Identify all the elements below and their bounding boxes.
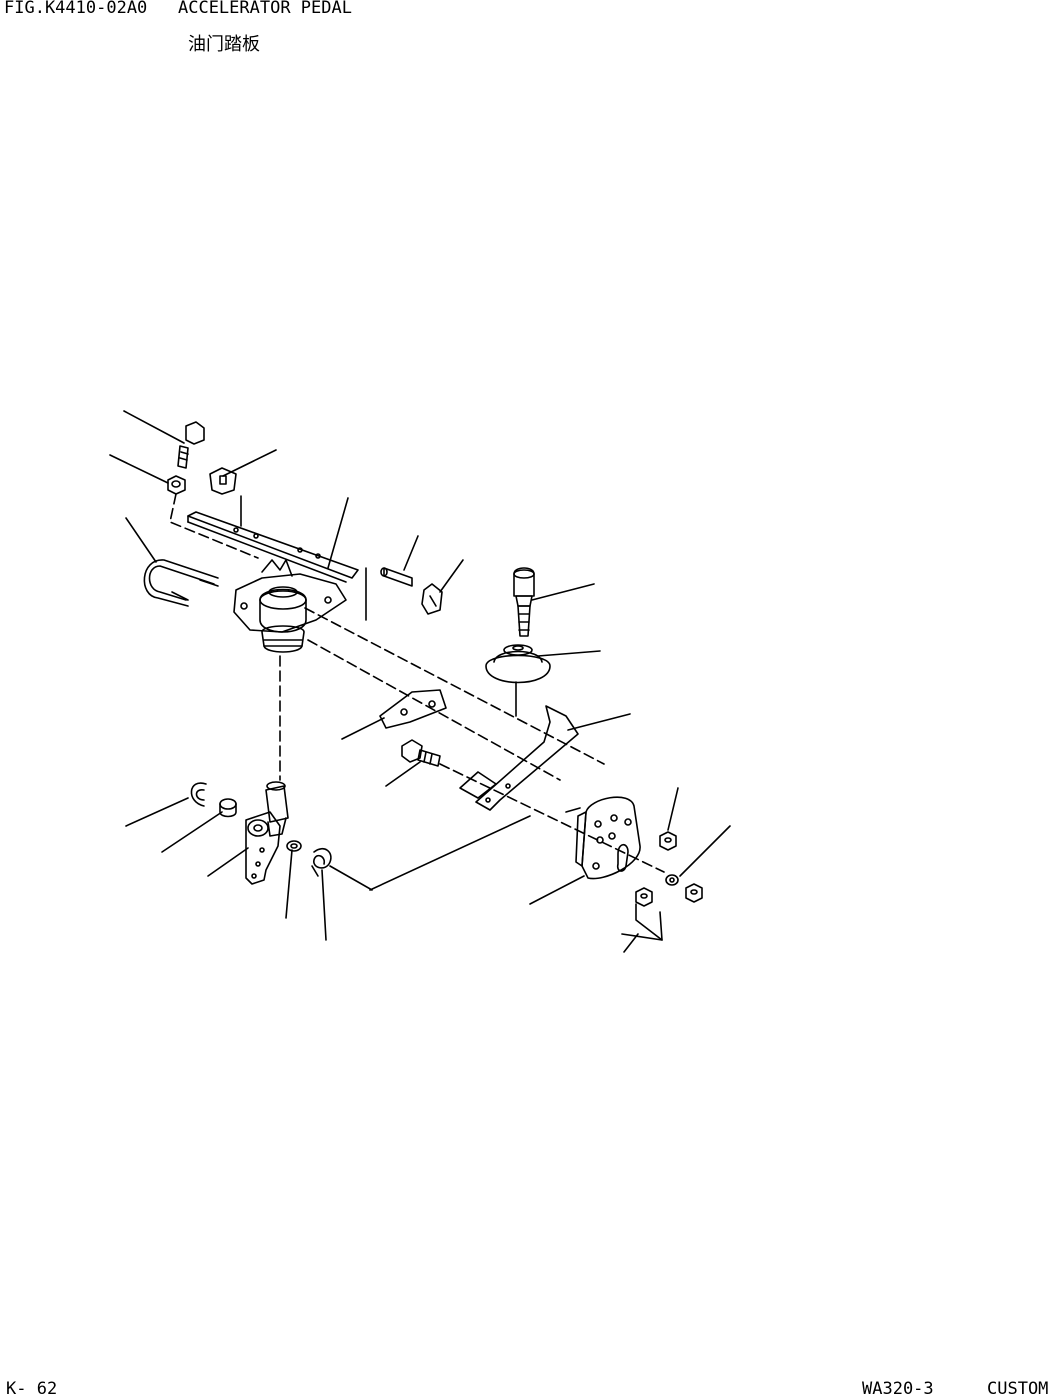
nut-part bbox=[168, 476, 185, 494]
pedal-part bbox=[188, 512, 358, 582]
plate-part bbox=[566, 797, 640, 878]
figure-title: FIG.K4410-02A0 ACCELERATOR PEDAL bbox=[4, 0, 352, 18]
spring-part bbox=[312, 849, 331, 876]
edition-label: CUSTOM bbox=[987, 1379, 1049, 1399]
bracket-lines bbox=[330, 568, 662, 940]
clip-part bbox=[422, 584, 442, 614]
boot-part bbox=[486, 645, 550, 683]
bolt-part bbox=[178, 422, 204, 468]
u-bolt-part bbox=[144, 560, 218, 606]
pin-clip-part bbox=[210, 468, 236, 494]
model-label: WA320-3 bbox=[862, 1379, 934, 1399]
page-number: K- 62 bbox=[6, 1379, 58, 1399]
leader-lines bbox=[110, 411, 730, 952]
pin-part bbox=[381, 568, 412, 586]
nut-2-part bbox=[660, 832, 676, 850]
nut-3-part bbox=[636, 884, 702, 906]
rod-end-part bbox=[514, 568, 534, 636]
bushing-part bbox=[287, 841, 301, 851]
clip-2-part bbox=[191, 783, 206, 806]
lever-part bbox=[246, 782, 288, 884]
bracket-2-part bbox=[460, 706, 578, 810]
assembly-lines bbox=[170, 494, 664, 872]
bracket-part bbox=[380, 690, 446, 728]
pedal-housing-part bbox=[234, 560, 346, 652]
bolt-2-part bbox=[402, 740, 440, 766]
spacer-part bbox=[220, 799, 236, 817]
washer-part bbox=[666, 875, 678, 885]
chinese-title: 油门踏板 bbox=[188, 34, 260, 55]
